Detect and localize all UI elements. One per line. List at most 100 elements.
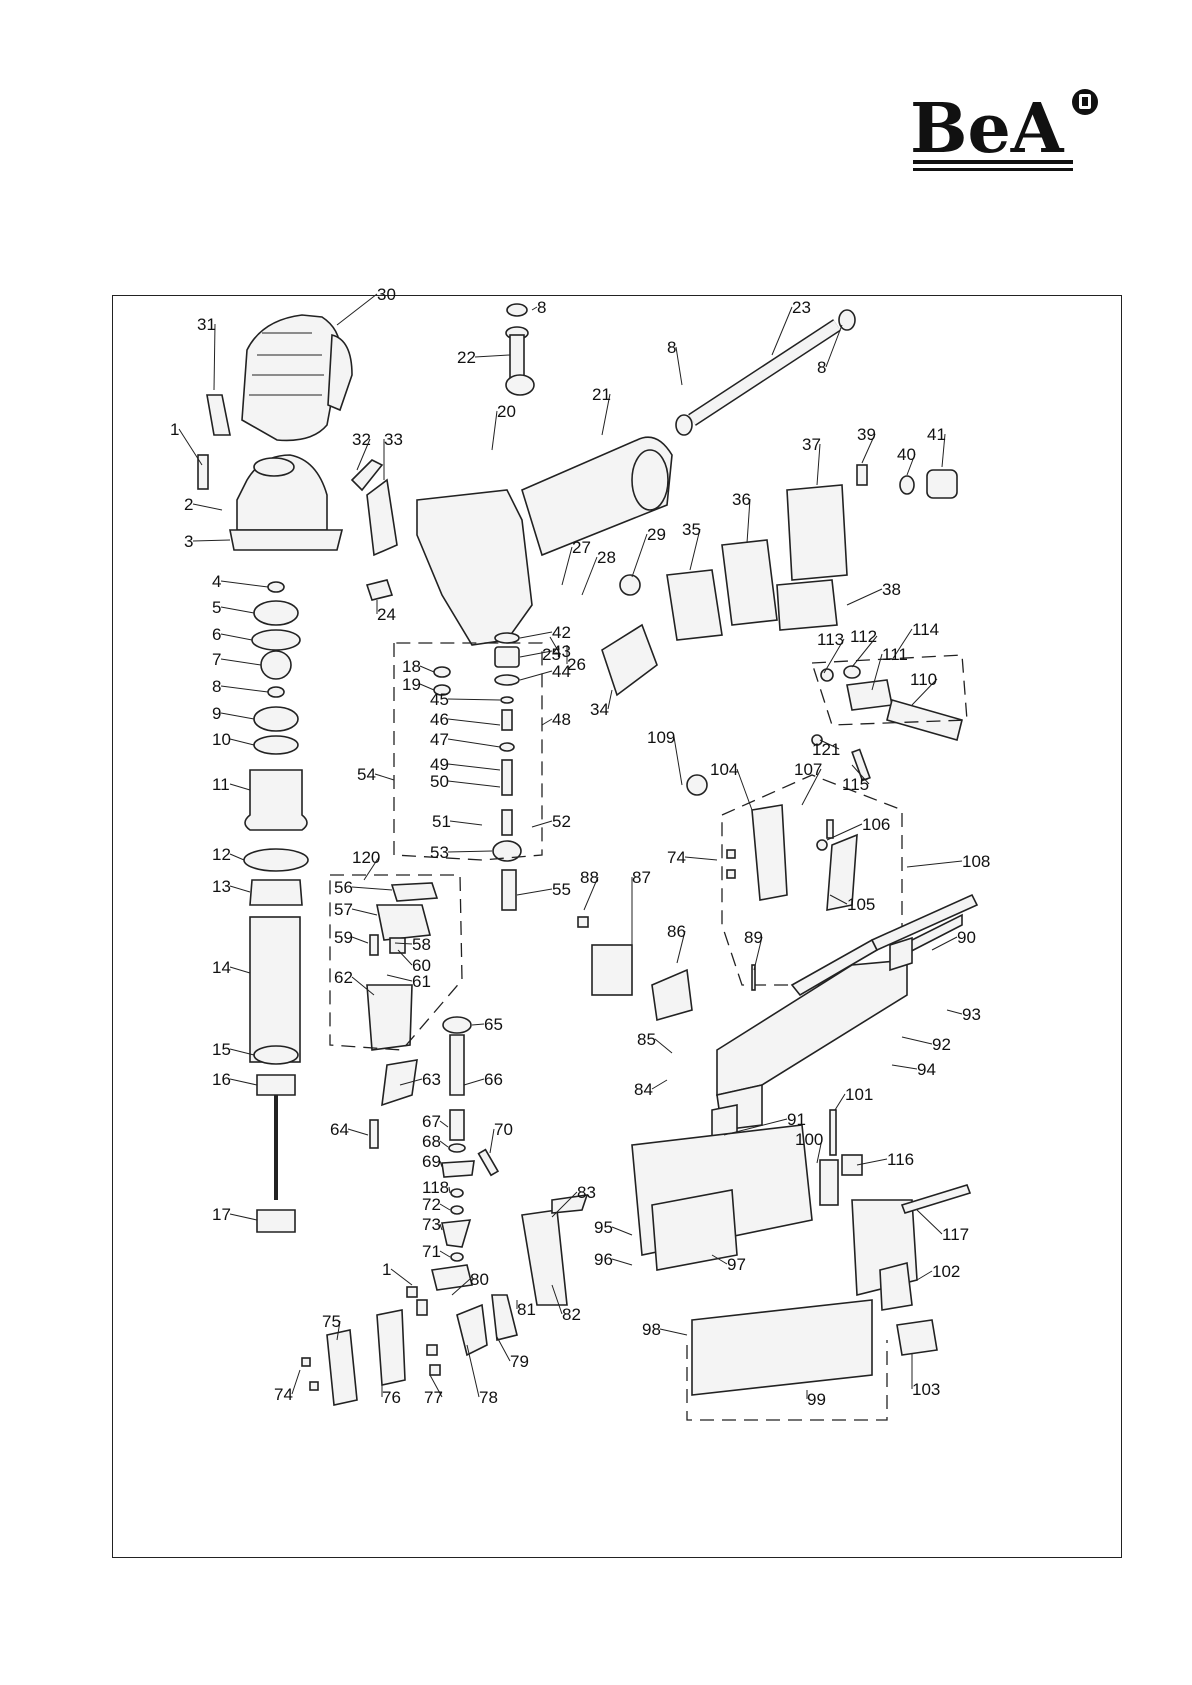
part-label-67: 67 xyxy=(422,1112,441,1131)
part-label-78-leader xyxy=(466,1344,480,1398)
part-label-21-leader xyxy=(601,393,611,436)
side-plate-34 xyxy=(601,623,658,697)
part-label-88: 88 xyxy=(580,868,599,887)
part-label-91-leader xyxy=(723,1118,788,1136)
part-label-53: 53 xyxy=(430,843,449,862)
part-label-21: 21 xyxy=(592,385,611,404)
filter-32 xyxy=(350,459,384,492)
part-label-115-leader xyxy=(851,764,870,785)
part-label-37: 37 xyxy=(802,435,821,454)
part-label-67-leader xyxy=(439,1120,449,1128)
part-label-47: 47 xyxy=(430,730,449,749)
part-label-5: 5 xyxy=(212,598,221,617)
registered-trademark-icon xyxy=(1072,89,1098,115)
part-label-5-leader xyxy=(220,606,255,614)
part-label-1-extra-4: 1 xyxy=(382,1260,391,1279)
part-label-101: 101 xyxy=(845,1085,873,1104)
part-label-48: 48 xyxy=(552,710,571,729)
part-label-86: 86 xyxy=(667,922,686,941)
part-label-108: 108 xyxy=(962,852,990,871)
part-label-46-leader xyxy=(447,718,501,726)
part-label-8-extra-2-leader xyxy=(825,324,843,368)
part-label-72: 72 xyxy=(422,1195,441,1214)
part-label-59: 59 xyxy=(334,928,353,947)
tool-housing xyxy=(416,436,673,646)
part-label-19-leader xyxy=(419,683,435,691)
part-label-63: 63 xyxy=(422,1070,441,1089)
part-label-42-leader xyxy=(519,631,553,639)
part-label-107-leader xyxy=(801,768,822,806)
part-label-9: 9 xyxy=(212,704,221,723)
part-label-1-extra-4-leader xyxy=(390,1268,413,1286)
part-label-45: 45 xyxy=(430,690,449,709)
part-label-74-leader xyxy=(291,1369,301,1395)
part-label-98-leader xyxy=(659,1328,688,1336)
part-label-34-leader xyxy=(607,689,613,710)
part-label-65-leader xyxy=(471,1023,485,1026)
part-label-26: 26 xyxy=(567,655,586,674)
part-label-106-leader xyxy=(826,823,863,841)
logo-text: BeA xyxy=(910,89,1065,169)
part-label-74-extra-3: 74 xyxy=(667,848,686,867)
part-label-109: 109 xyxy=(647,728,675,747)
part-label-85: 85 xyxy=(637,1030,656,1049)
part-label-54-leader xyxy=(374,773,395,781)
part-label-39-leader xyxy=(861,433,876,464)
part-label-46: 46 xyxy=(430,710,449,729)
part-label-83: 83 xyxy=(577,1183,596,1202)
part-label-118: 118 xyxy=(422,1178,449,1197)
part-label-4-leader xyxy=(220,580,269,588)
part-label-95-leader xyxy=(611,1226,633,1236)
part-label-8-extra-1-leader xyxy=(675,346,683,386)
part-label-8-extra-0: 8 xyxy=(537,298,546,317)
part-label-68: 68 xyxy=(422,1132,441,1151)
part-label-116: 116 xyxy=(887,1150,914,1169)
part-label-6: 6 xyxy=(212,625,221,644)
part-label-20: 20 xyxy=(497,402,516,421)
part-label-56: 56 xyxy=(334,878,353,897)
part-label-15: 15 xyxy=(212,1040,231,1059)
part-label-66-leader xyxy=(463,1078,485,1086)
part-label-83-leader xyxy=(551,1191,578,1218)
part-label-51-leader xyxy=(449,820,483,826)
part-label-32-leader xyxy=(356,438,371,471)
part-label-70-leader xyxy=(489,1128,495,1154)
part-label-17: 17 xyxy=(212,1205,231,1224)
part-label-43: 43 xyxy=(552,642,571,661)
part-label-117-leader xyxy=(916,1209,943,1235)
part-label-86-leader xyxy=(676,930,686,964)
part-label-23: 23 xyxy=(792,298,811,317)
part-label-10-leader xyxy=(229,738,255,746)
part-label-91: 91 xyxy=(787,1110,806,1129)
part-label-75-leader xyxy=(336,1320,341,1341)
part-label-61: 61 xyxy=(412,972,431,991)
part-label-36: 36 xyxy=(732,490,751,509)
part-label-97: 97 xyxy=(727,1255,746,1274)
part-label-35: 35 xyxy=(682,520,701,539)
part-label-2-leader xyxy=(192,503,223,511)
part-label-28-leader xyxy=(581,556,598,596)
part-label-96: 96 xyxy=(594,1250,613,1269)
part-label-62-leader xyxy=(351,976,375,996)
part-label-102: 102 xyxy=(932,1262,960,1281)
part-label-76: 76 xyxy=(382,1388,401,1407)
part-label-19: 19 xyxy=(402,675,421,694)
part-label-71: 71 xyxy=(422,1242,441,1261)
part-label-41-leader xyxy=(941,433,946,468)
part-label-8: 8 xyxy=(212,677,221,696)
part-label-89: 89 xyxy=(744,928,763,947)
part-label-7: 7 xyxy=(212,650,221,669)
part-label-58-leader xyxy=(394,942,413,945)
part-label-1-leader xyxy=(178,428,203,466)
part-label-94-leader xyxy=(891,1064,918,1070)
part-label-28: 28 xyxy=(597,548,616,567)
part-label-38-leader xyxy=(846,588,883,606)
part-label-2: 2 xyxy=(184,495,193,514)
part-label-117: 117 xyxy=(942,1225,969,1244)
part-label-25: 25 xyxy=(542,645,561,664)
part-label-90-leader xyxy=(931,936,958,951)
part-label-90: 90 xyxy=(957,928,976,947)
part-label-75: 75 xyxy=(322,1312,341,1331)
part-label-49-leader xyxy=(447,763,501,771)
part-label-84: 84 xyxy=(634,1080,653,1099)
